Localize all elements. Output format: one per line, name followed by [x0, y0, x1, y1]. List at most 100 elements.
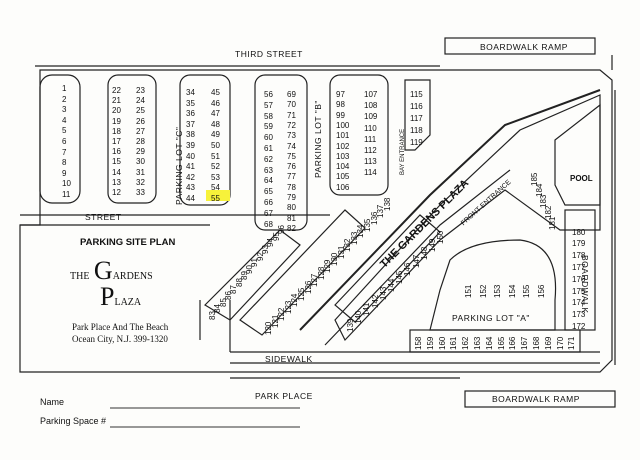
- parking-space-59: 59: [264, 122, 273, 132]
- parking-space-118: 118: [410, 126, 423, 135]
- parking-space-65: 65: [264, 187, 273, 197]
- parking-space-173: 173: [572, 310, 586, 320]
- parking-space-172: 172: [572, 322, 586, 331]
- parking-space-6: 6: [62, 137, 67, 146]
- parking-space-74: 74: [287, 141, 296, 151]
- parking-space-99: 99: [336, 110, 345, 120]
- parking-space-16: 16: [112, 147, 121, 157]
- boardwalk-ramp-top-label: BOARDWALK RAMP: [480, 42, 568, 52]
- park-place-label: PARK PLACE: [255, 391, 313, 401]
- parking-space-20: 20: [112, 106, 121, 116]
- parking-space-35: 35: [186, 98, 195, 108]
- parking-space-1: 1: [62, 84, 67, 93]
- parking-space-164: 164: [484, 336, 494, 350]
- parking-space-55: 55: [211, 194, 220, 203]
- parking-space-169: 169: [543, 336, 553, 350]
- parking-space-110: 110: [364, 123, 377, 133]
- parking-space-44: 44: [186, 194, 195, 203]
- parking-space-48: 48: [211, 119, 220, 129]
- parking-lot-b-label: PARKING LOT "B": [313, 100, 323, 178]
- parking-space-13: 13: [112, 177, 121, 187]
- parking-space-165: 165: [496, 336, 506, 350]
- parking-space-62: 62: [264, 154, 273, 164]
- parking-space-111: 111: [364, 134, 377, 144]
- parking-space-109: 109: [364, 112, 378, 122]
- parking-space-38: 38: [186, 130, 195, 140]
- parking-space-2: 2: [62, 94, 67, 104]
- parking-space-154: 154: [507, 284, 517, 298]
- boardwalk-ramp-bottom-label: BOARDWALK RAMP: [492, 394, 580, 404]
- street-label: STREET: [85, 212, 122, 222]
- parking-space-159: 159: [425, 336, 435, 350]
- parking-space-185: 185: [530, 172, 539, 186]
- parking-space-29: 29: [136, 147, 145, 157]
- parking-space-31: 31: [136, 167, 145, 177]
- parking-space-10: 10: [62, 179, 71, 189]
- parking-space-158: 158: [414, 336, 423, 350]
- parking-space-156: 156: [536, 284, 546, 298]
- parking-space-102: 102: [336, 141, 350, 151]
- parking-space-28: 28: [136, 137, 145, 146]
- parking-space-4: 4: [62, 115, 67, 125]
- parking-space-58: 58: [264, 111, 273, 121]
- parking-space-104: 104: [336, 162, 350, 172]
- parking-space-43: 43: [186, 183, 195, 193]
- parking-space-52: 52: [211, 162, 220, 172]
- parking-space-36: 36: [186, 109, 195, 119]
- parking-space-115: 115: [410, 90, 423, 99]
- parking-space-5: 5: [62, 126, 67, 136]
- parking-space-51: 51: [211, 151, 220, 161]
- parking-space-32: 32: [136, 177, 145, 187]
- parking-space-152: 152: [478, 284, 488, 298]
- parking-site-plan-title: PARKING SITE PLAN: [80, 237, 176, 248]
- parking-space-24: 24: [136, 96, 145, 106]
- parking-space-167: 167: [520, 336, 530, 350]
- parking-space-12: 12: [112, 188, 121, 197]
- parking-space-105: 105: [336, 172, 350, 182]
- parking-space-47: 47: [211, 109, 220, 119]
- lot-a-island: [429, 239, 557, 331]
- parking-space-101: 101: [336, 131, 350, 141]
- parking-space-114: 114: [364, 168, 377, 178]
- parking-space-163: 163: [473, 336, 482, 350]
- parking-space-49: 49: [211, 130, 220, 140]
- parking-space-174: 174: [572, 298, 586, 308]
- third-street-label: THIRD STREET: [235, 49, 303, 59]
- parking-space-37: 37: [186, 119, 195, 129]
- parking-space-106: 106: [336, 182, 350, 192]
- parking-space-107: 107: [364, 90, 378, 99]
- parking-lot-c-label: PARKING LOT "C": [174, 126, 184, 205]
- parking-space-97: 97: [336, 90, 345, 99]
- parking-space-108: 108: [364, 101, 378, 111]
- parking-space-21: 21: [112, 96, 121, 106]
- parking-space-26: 26: [136, 116, 145, 126]
- parking-space-76: 76: [287, 162, 296, 172]
- parking-space-50: 50: [211, 141, 220, 150]
- parking-space-72: 72: [287, 120, 296, 130]
- parking-space-178: 178: [572, 251, 586, 261]
- parking-space-25: 25: [136, 106, 145, 116]
- parking-space-33: 33: [136, 188, 145, 197]
- parking-space-138: 138: [382, 197, 392, 211]
- parking-space-54: 54: [211, 183, 220, 193]
- parking-space-153: 153: [493, 284, 502, 298]
- parking-space-171: 171: [567, 336, 577, 350]
- parking-space-14: 14: [112, 167, 121, 177]
- parking-space-22: 22: [112, 86, 121, 95]
- parking-space-100: 100: [336, 120, 350, 130]
- lot-column-5: [329, 74, 389, 196]
- parking-space-112: 112: [364, 146, 377, 155]
- parking-space-98: 98: [336, 100, 345, 110]
- lot-column-4: [254, 74, 308, 231]
- parking-space-63: 63: [264, 165, 273, 175]
- parking-lot-a-label: PARKING LOT "A": [452, 313, 530, 323]
- parking-space-175: 175: [572, 286, 586, 296]
- parking-space-73: 73: [287, 131, 296, 141]
- parking-space-116: 116: [410, 102, 423, 111]
- pool-label: POOL: [570, 174, 593, 183]
- parking-space-70: 70: [287, 100, 296, 110]
- parking-space-151: 151: [464, 284, 473, 298]
- parking-space-57: 57: [264, 100, 273, 110]
- parking-space-117: 117: [410, 114, 423, 123]
